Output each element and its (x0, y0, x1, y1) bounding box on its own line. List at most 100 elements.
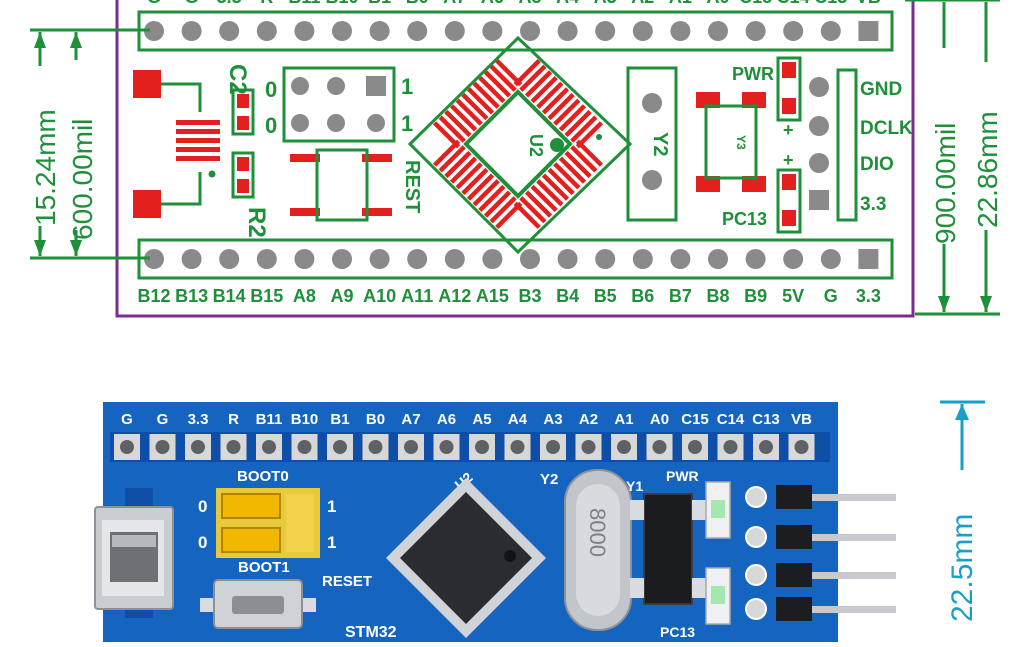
photo-pin-label: C14 (717, 411, 745, 428)
mcu-pad (570, 115, 598, 143)
reset-button: RESET STM32 (200, 573, 397, 641)
top-pin-label-cut: B10 (325, 0, 358, 7)
swd-header-footprint: GND DCLK DIO 3.3 (809, 68, 913, 222)
mcu-pad (449, 104, 478, 132)
mcu-pad (455, 98, 483, 126)
photo-header-pin-hole (155, 440, 170, 454)
mcu-chip: U2 (386, 469, 546, 638)
photo-pin-label: C13 (752, 411, 780, 428)
top-header-pin (294, 21, 315, 41)
top-header-pin (708, 21, 728, 41)
dim-left-mm: 15.24mm (30, 109, 61, 226)
bottom-header-pin (858, 249, 879, 269)
mcu-pad (541, 173, 570, 201)
photo-header-pin-hole (581, 440, 596, 454)
bottom-pin-label: B14 (213, 286, 246, 306)
bottom-pin-label: A11 (401, 286, 433, 306)
photo-swd-header (745, 485, 896, 621)
bottom-header-pin (369, 249, 390, 269)
boot-one-label-1: 1 (401, 74, 413, 99)
bottom-pin-label: A8 (293, 286, 316, 306)
dim-right-mm: 22.86mm (972, 111, 1003, 228)
top-header-pin (632, 21, 653, 41)
right-dimension: 900.00mil 22.86mm (905, 0, 1003, 316)
swd-label-dio: DIO (860, 154, 894, 175)
mcu-pad (541, 87, 570, 115)
mcu-pad (444, 109, 472, 138)
r2-label: R2 (243, 207, 270, 238)
bottom-pin-label: B6 (631, 286, 654, 306)
photo-header-pin-hole (333, 440, 347, 454)
plus-label-2: + (783, 150, 794, 170)
photo-one-1: 1 (327, 497, 336, 516)
top-header-pin (407, 21, 428, 41)
mcu-pad (483, 190, 512, 218)
mcu-pad (519, 196, 547, 224)
boot-zero-label-2: 0 (265, 113, 277, 138)
top-header-pin (369, 21, 390, 41)
top-pin-label-cut: B0 (406, 0, 429, 7)
top-header-pin (332, 21, 352, 41)
boot0-label: BOOT0 (237, 468, 289, 485)
top-pin-label-cut: 3.3 (217, 0, 242, 7)
swd-photo-housing (776, 597, 812, 621)
photo-y2-label: Y2 (540, 471, 558, 488)
photo-header-pin-hole (191, 440, 205, 454)
mcu-pad (519, 64, 547, 92)
mcu-pad (466, 87, 495, 115)
photo-header-pin-hole (226, 440, 241, 454)
mcu-pad (524, 190, 553, 218)
top-pin-label-cut: B11 (288, 0, 320, 7)
mcu-pad (489, 64, 517, 92)
top-header-pin (557, 21, 578, 41)
top-header-pin (745, 21, 766, 41)
y2-crystal: Y2 8000 (540, 469, 632, 631)
top-header-pin (520, 21, 540, 41)
bottom-header-pin (332, 249, 352, 269)
photo-pin-label: 3.3 (188, 411, 209, 428)
pc13-led-footprint: + PC13 (722, 150, 802, 234)
bottom-pin-label: B3 (518, 286, 541, 306)
bottom-header-pin (632, 249, 653, 269)
photo-dim-mm: 22.5mm (946, 514, 979, 622)
photo-zero-1: 0 (198, 497, 207, 516)
bottom-header-pin (820, 249, 841, 269)
mcu-u2-footprint: U2 (407, 35, 633, 255)
top-pin-label-cut: G (147, 0, 161, 7)
bottom-pin-label: B15 (250, 286, 283, 306)
bottom-pin-label: A10 (363, 286, 396, 306)
photo-pin-label: R (228, 411, 239, 428)
swd-photo-pin (745, 564, 767, 586)
photo-header-pin-hole (652, 440, 667, 454)
top-pin-label-cut: R (260, 0, 273, 7)
r2-component: R2 (231, 151, 270, 238)
bottom-pin-label: G (824, 286, 838, 306)
mcu-pad (553, 98, 581, 126)
mcu-pad (536, 81, 564, 109)
swd-photo-pin-lead (812, 534, 896, 541)
mcu-pad (438, 145, 466, 173)
pwr-label: PWR (732, 64, 774, 84)
photo-header-pin-hole (510, 440, 525, 454)
left-dimension: 15.24mm 600.00mil (28, 28, 150, 260)
bottom-pin-label: A9 (330, 286, 353, 306)
mcu-pad (575, 121, 604, 149)
top-pin-label-cut: A1 (669, 0, 692, 7)
swd-label-gnd: GND (860, 79, 902, 100)
photo-pin-label: B11 (256, 411, 283, 428)
swd-label-dclk: DCLK (860, 118, 913, 139)
bottom-header-pin (783, 249, 804, 269)
photo-header-pin-hole (439, 440, 454, 454)
pcb-layout-drawing: GG3.3RB11B10B1B0A7A6A5A4A3A2A1A0C15C14C1… (28, 0, 1003, 318)
pc13-label: PC13 (722, 209, 767, 229)
mcu-pad (444, 150, 472, 179)
top-header-pin (858, 21, 879, 41)
mcu-pad (558, 104, 587, 132)
top-header-pin (820, 21, 841, 41)
photo-pin-label: G (121, 411, 133, 428)
top-pin-label-cut: A7 (443, 0, 466, 7)
top-pin-label-cut: A5 (518, 0, 541, 7)
mcu-pad (547, 167, 575, 196)
photo-header-pin-hole (120, 440, 134, 454)
